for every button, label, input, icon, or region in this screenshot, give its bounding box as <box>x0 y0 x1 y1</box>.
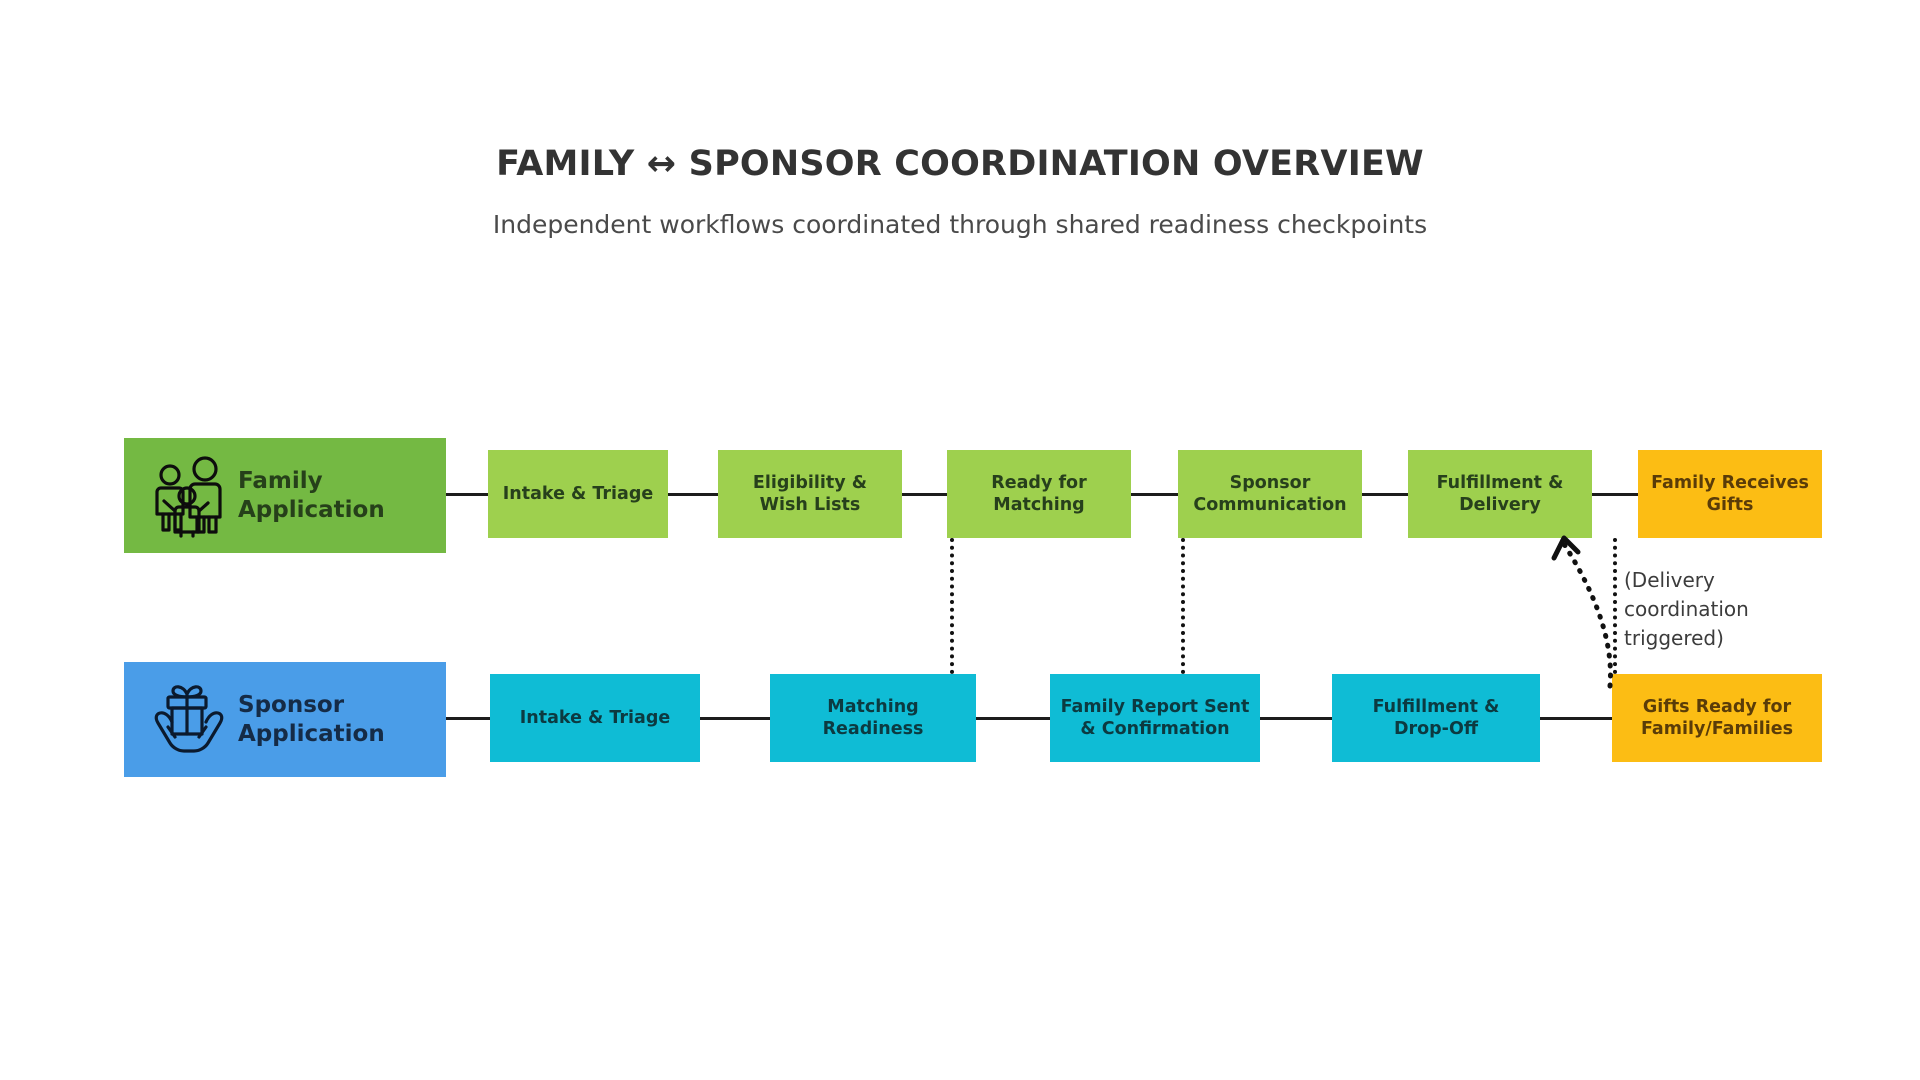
connector-family-2 <box>902 493 947 496</box>
connector-sponsor-4 <box>1540 717 1612 720</box>
lane-header-family[interactable]: Family Application <box>124 438 446 553</box>
step-sponsor-family-report-sent[interactable]: Family Report Sent & Confirmation <box>1050 674 1260 762</box>
step-sponsor-fulfillment-drop-off[interactable]: Fulfillment & Drop-Off <box>1332 674 1540 762</box>
connector-sponsor-2 <box>976 717 1050 720</box>
step-family-fulfillment-delivery[interactable]: Fulfillment & Delivery <box>1408 450 1592 538</box>
connector-family-0 <box>446 493 488 496</box>
connector-sponsor-3 <box>1260 717 1332 720</box>
connector-family-1 <box>668 493 718 496</box>
lane-title-family: Family Application <box>238 468 385 523</box>
delivery-coordination-arrow <box>1540 528 1650 689</box>
family-group-icon <box>150 454 224 538</box>
gift-in-hands-icon <box>150 678 224 762</box>
delivery-coordination-annotation: (Delivery coordination triggered) <box>1624 568 1749 651</box>
connector-sponsor-0 <box>446 717 490 720</box>
link-sponsor-communication-to-family-report <box>1181 538 1185 674</box>
lane-title-sponsor: Sponsor Application <box>238 692 385 747</box>
step-family-eligibility-wish-lists[interactable]: Eligibility & Wish Lists <box>718 450 902 538</box>
page-title: FAMILY ↔ SPONSOR COORDINATION OVERVIEW <box>496 144 1424 184</box>
link-gifts-ready-to-family-receives <box>1613 538 1617 674</box>
step-family-receives-gifts[interactable]: Family Receives Gifts <box>1638 450 1822 538</box>
step-family-sponsor-communication[interactable]: Sponsor Communication <box>1178 450 1362 538</box>
step-sponsor-gifts-ready[interactable]: Gifts Ready for Family/Families <box>1612 674 1822 762</box>
lane-header-sponsor[interactable]: Sponsor Application <box>124 662 446 777</box>
connector-family-3 <box>1131 493 1178 496</box>
link-ready-for-matching-to-matching-readiness <box>950 538 954 674</box>
page-subtitle: Independent workflows coordinated throug… <box>492 210 1428 239</box>
connector-family-4 <box>1362 493 1408 496</box>
connector-sponsor-1 <box>700 717 770 720</box>
step-family-ready-for-matching[interactable]: Ready for Matching <box>947 450 1131 538</box>
step-sponsor-intake-triage[interactable]: Intake & Triage <box>490 674 700 762</box>
step-family-intake-triage[interactable]: Intake & Triage <box>488 450 668 538</box>
step-sponsor-matching-readiness[interactable]: Matching Readiness <box>770 674 976 762</box>
connector-family-5 <box>1592 493 1638 496</box>
